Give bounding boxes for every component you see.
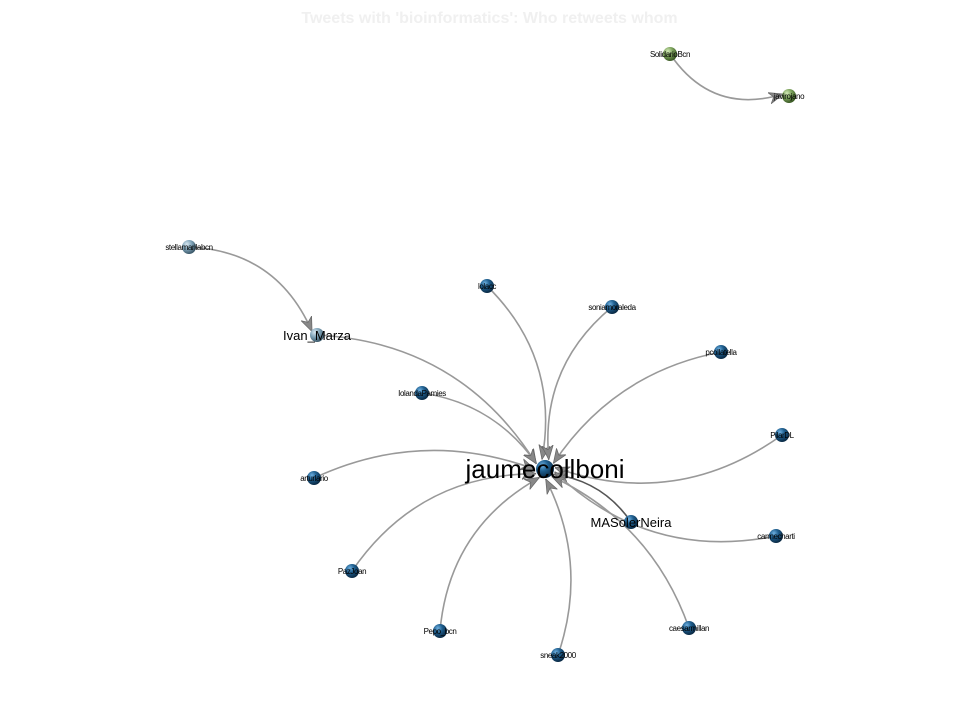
node-label-jaumecollboni: jaumecollboni [465,454,625,484]
node-Ivan_Marza[interactable] [310,328,324,342]
node-IolandaPamies[interactable] [415,386,429,400]
node-label-soniamoraleda: soniamoraleda [588,303,636,312]
node-soniamoraleda[interactable] [605,300,619,314]
edge-arturlario-to-jaumecollboni [313,449,535,479]
node-label-PilarDL: PilarDL [770,431,794,440]
node-label-stellamarilabcn: stellamarilabcn [165,243,212,252]
edge-PilarDL-to-jaumecollboni [555,434,783,484]
node-label-carmecharti: carmecharti [757,532,795,541]
node-MASolerNeira[interactable] [624,515,638,529]
edge-PazJoan-to-jaumecollboni [351,474,536,572]
node-SolidarioBcn[interactable] [663,47,677,61]
node-label-Ivan_Marza: Ivan_Marza [283,328,352,343]
node-javirojano[interactable] [782,89,796,103]
node-label-caesarmillan: caesarmillan [669,624,709,633]
edge-soniamoraleda-to-jaumecollboni [548,306,613,460]
node-label-lolacc: lolacc [478,282,496,291]
node-carmecharti[interactable] [769,529,783,543]
node-label-pcollatella: pcollatella [705,348,737,357]
node-stellamarilabcn[interactable] [182,240,196,254]
edge-Pepo_bcn-to-jaumecollboni [439,476,540,632]
node-jaumecollboni[interactable] [536,460,554,478]
node-Pepo_bcn[interactable] [433,624,447,638]
node-label-IolandaPamies: IolandaPamies [398,389,446,398]
graph-title: Tweets with 'bioinformatics': Who retwee… [301,10,678,27]
node-pcollatella[interactable] [714,345,728,359]
edge-caesarmillan-to-jaumecollboni [552,475,690,629]
node-label-MASolerNeira: MASolerNeira [591,515,673,530]
node-label-sneak2000: sneak2000 [540,651,576,660]
node-label-Pepo_bcn: Pepo_bcn [424,627,457,636]
edge-carmecharti-to-jaumecollboni [555,472,777,543]
edge-IolandaPamies-to-jaumecollboni [421,392,538,464]
node-PazJoan[interactable] [345,564,359,578]
edge-pcollatella-to-jaumecollboni [552,351,722,463]
node-caesarmillan[interactable] [682,621,696,635]
edge-Ivan_Marza-to-jaumecollboni [316,334,538,464]
node-PilarDL[interactable] [775,428,789,442]
node-label-PazJoan: PazJoan [338,567,366,576]
node-arturlario[interactable] [307,471,321,485]
node-label-SolidarioBcn: SolidarioBcn [650,50,690,59]
edge-sneak2000-to-jaumecollboni [544,479,572,656]
node-label-arturlario: arturlario [300,474,329,483]
node-lolacc[interactable] [480,279,494,293]
node-sneak2000[interactable] [551,648,565,662]
node-label-javirojano: javirojano [773,92,805,101]
edge-SolidarioBcn-to-javirojano [669,53,783,100]
edge-stellamarilabcn-to-Ivan_Marza [188,246,313,332]
edge-lolacc-to-jaumecollboni [486,285,546,459]
